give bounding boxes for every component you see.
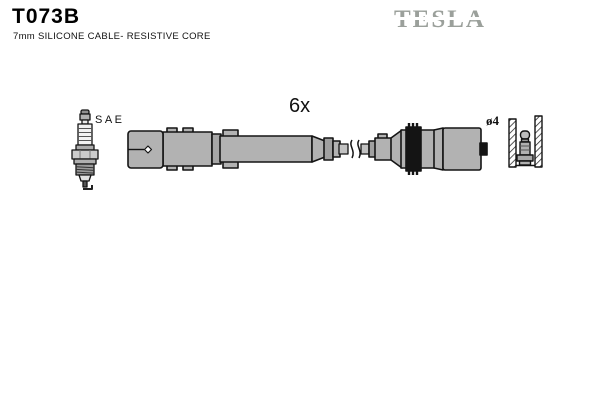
boot-cross-section-drawing xyxy=(508,115,543,168)
spark-plug-icon xyxy=(71,109,99,190)
ignition-cable-drawing xyxy=(127,123,488,175)
sae-terminal-label: SAE xyxy=(95,114,125,126)
brand-logo-stripe xyxy=(392,17,487,20)
quantity-label: 6x xyxy=(289,95,311,117)
terminal-diameter-label: ø4 xyxy=(486,113,499,128)
part-number: T073B xyxy=(12,5,81,28)
tesla-brand-logo: TESLA xyxy=(392,7,487,32)
part-description: 7mm SILICONE CABLE- RESISTIVE CORE xyxy=(13,31,211,42)
